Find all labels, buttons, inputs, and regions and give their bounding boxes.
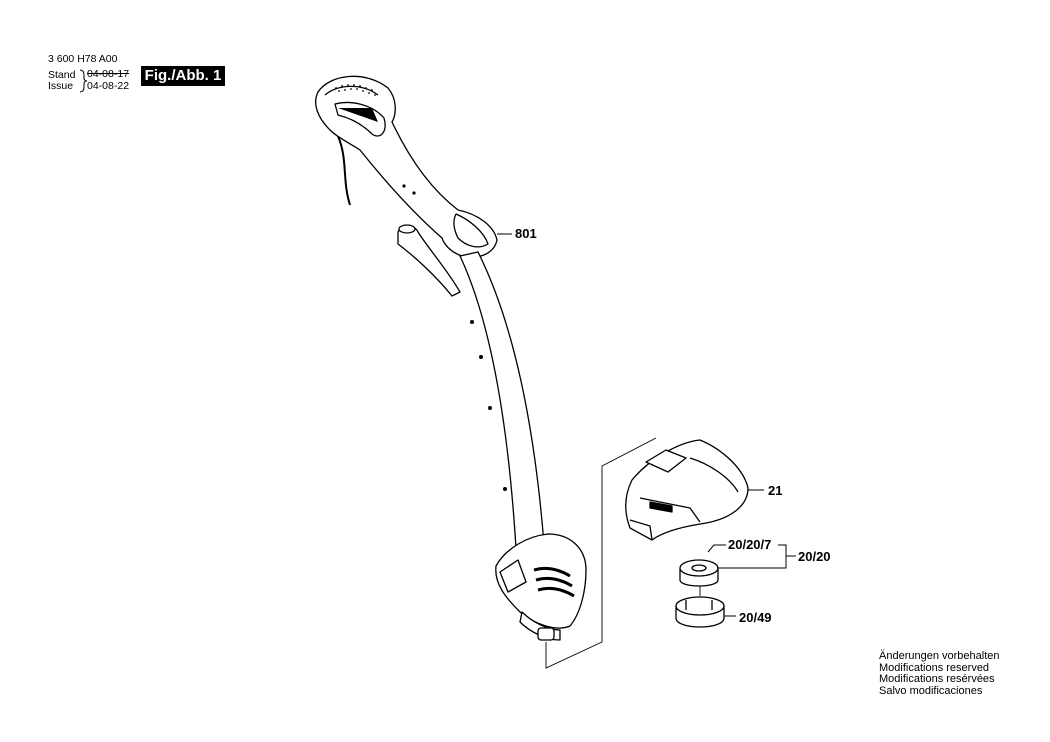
note-line-fr: Modifications resérvées xyxy=(879,673,995,686)
note-line-es: Salvo modificaciones xyxy=(879,684,983,697)
power-cord xyxy=(337,135,351,206)
figure-label: Fig./Abb. 1 xyxy=(141,66,225,86)
callout-20-20: 20/20 xyxy=(798,549,831,564)
spool-cap-part-20-49 xyxy=(675,596,725,628)
callout-21: 21 xyxy=(768,483,783,498)
grip-texture xyxy=(335,84,376,96)
document-number: 3 600 H78 A00 xyxy=(48,53,118,65)
spool-part-20-20-7 xyxy=(679,559,719,587)
modifications-note: Änderungen vorbehalten Modifications res… xyxy=(879,650,1000,697)
motor-housing xyxy=(495,533,587,641)
callout-801: 801 xyxy=(515,226,537,241)
issue-label: Issue xyxy=(48,80,74,92)
handle-part-801 xyxy=(315,75,498,258)
stand-label: Stand xyxy=(48,69,76,81)
note-line-de: Änderungen vorbehalten xyxy=(879,650,1000,662)
stand-date: 04-08-17 xyxy=(87,68,130,80)
callout-20-49: 20/49 xyxy=(739,610,772,625)
auxiliary-handle xyxy=(397,224,461,297)
guard-part-21 xyxy=(625,439,749,541)
callout-20-20-7: 20/20/7 xyxy=(728,537,772,552)
date-brace xyxy=(79,69,88,93)
issue-date: 04-08-22 xyxy=(87,80,130,92)
note-line-en: Modifications reserved xyxy=(879,661,990,674)
leader-lines xyxy=(497,233,796,617)
shaft-tube xyxy=(459,251,545,549)
